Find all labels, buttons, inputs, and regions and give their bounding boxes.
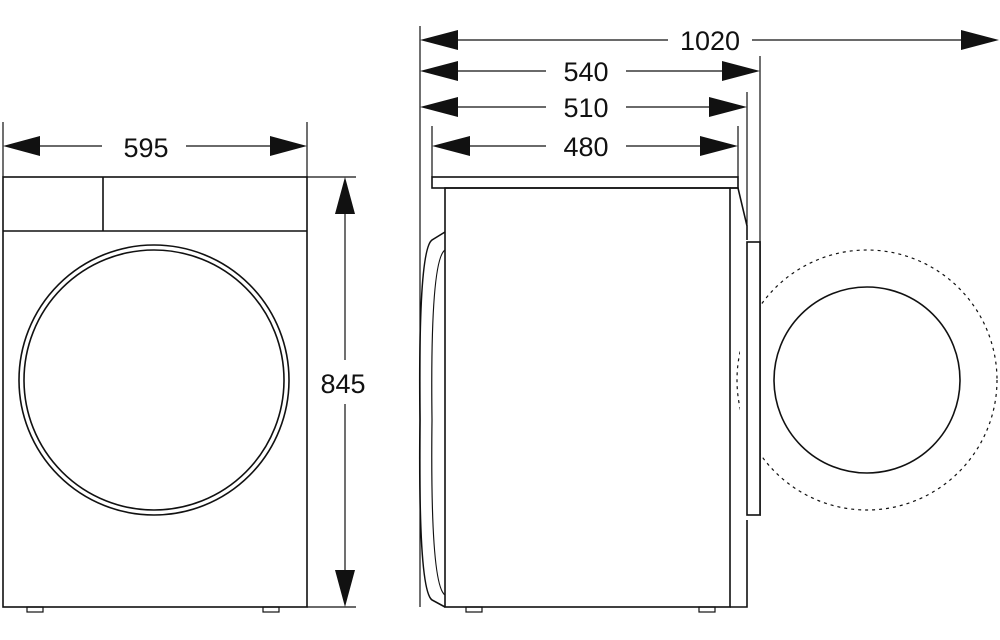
depth1020-arrow-right — [961, 30, 999, 50]
depth480-arrow-left — [432, 136, 470, 156]
depth480-arrow-right — [700, 136, 738, 156]
side-foot-front — [465, 606, 483, 613]
front-body-outline — [2, 176, 308, 608]
open-door-glass — [773, 286, 961, 474]
door-swing-arc — [736, 249, 998, 511]
side-door-bulge-inner — [431, 249, 446, 596]
front-door-inner — [23, 249, 285, 511]
side-body — [444, 187, 731, 608]
front-door-outer — [18, 244, 290, 516]
front-foot-right — [262, 606, 280, 613]
depth510-arrow-left — [420, 97, 458, 117]
depth480-label: 480 — [563, 132, 608, 162]
height-arrow-top — [335, 177, 355, 214]
depth540-arrow-right — [722, 61, 760, 81]
side-top-lid — [431, 176, 739, 189]
depth540-arrow-left — [420, 61, 458, 81]
height-arrow-bottom — [335, 570, 355, 607]
door-swing-mask — [740, 240, 760, 520]
height-label: 845 — [320, 369, 365, 399]
depth1020-label: 1020 — [680, 26, 740, 56]
depth540-label: 540 — [563, 57, 608, 87]
front-foot-left — [26, 606, 44, 613]
open-door-edge-redraw — [746, 241, 761, 516]
side-foot-rear — [698, 606, 716, 613]
width-label: 595 — [123, 133, 168, 163]
depth510-arrow-right — [709, 97, 747, 117]
side-view: 1020 540 510 480 — [418, 26, 999, 613]
front-view: 595 845 — [2, 122, 366, 613]
depth510-label: 510 — [563, 93, 608, 123]
depth1020-arrow-left — [420, 30, 458, 50]
width-arrow-left — [3, 136, 40, 156]
width-arrow-right — [270, 136, 307, 156]
